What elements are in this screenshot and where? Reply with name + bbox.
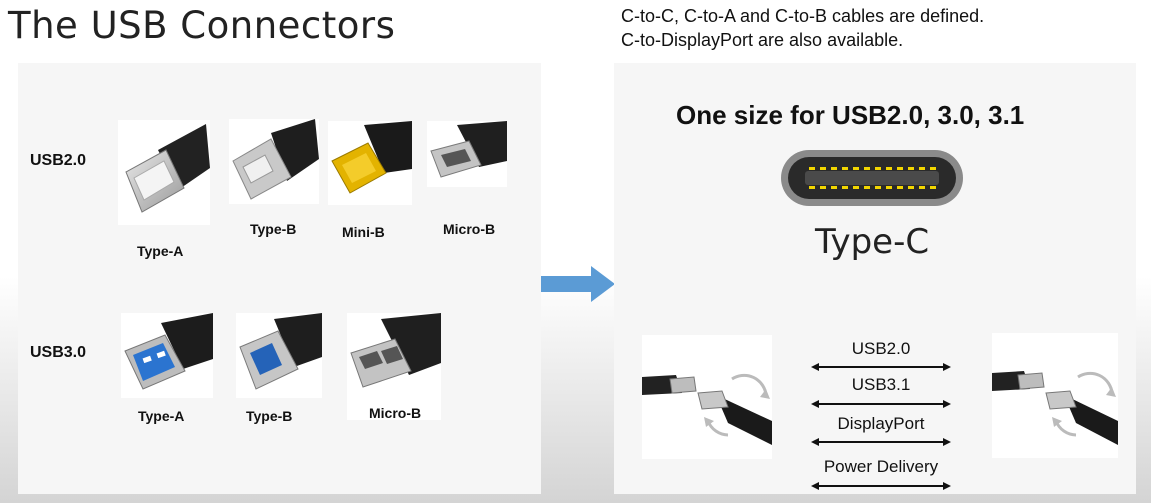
usb2-type-a-label: Type-A xyxy=(137,243,184,259)
usb3-type-b-label: Type-B xyxy=(246,408,293,424)
double-arrow-icon xyxy=(811,359,951,371)
type-c-receptacle-icon xyxy=(779,148,965,208)
usb3-micro-b-label: Micro-B xyxy=(369,405,422,421)
double-arrow-icon xyxy=(811,396,951,408)
usb2-micro-b-label: Micro-B xyxy=(443,221,496,237)
type-c-heading: One size for USB2.0, 3.0, 3.1 xyxy=(676,100,1025,130)
usb-type-a-connector-icon xyxy=(118,120,210,225)
usb2-mini-b-label: Mini-B xyxy=(342,224,385,240)
double-arrow-icon xyxy=(811,478,951,490)
usb3-micro-b-connector-icon xyxy=(347,313,441,420)
slide-title: The USB Connectors xyxy=(8,4,396,47)
signal-usb3-label: USB3.1 xyxy=(851,375,911,394)
usb3-type-b-connector-icon xyxy=(236,313,322,398)
signal-power-delivery-label: Power Delivery xyxy=(823,457,939,476)
usb2-row-label: USB2.0 xyxy=(30,152,87,169)
note-line-1: C-to-C, C-to-A and C-to-B cables are def… xyxy=(621,6,985,26)
reversible-plug-left-icon xyxy=(642,335,772,459)
signal-displayport-label: DisplayPort xyxy=(837,414,925,433)
note-line-2: C-to-DisplayPort are also available. xyxy=(621,30,904,50)
usb3-type-a-label: Type-A xyxy=(138,408,185,424)
signal-usb2-label: USB2.0 xyxy=(851,339,911,358)
usb3-row-label: USB3.0 xyxy=(30,344,87,361)
usb3-type-a-connector-icon xyxy=(121,313,213,398)
arrow-right-icon xyxy=(541,266,615,302)
reversible-plug-right-icon xyxy=(992,333,1118,458)
double-arrow-icon xyxy=(811,434,951,446)
usb2-type-b-label: Type-B xyxy=(250,221,297,237)
type-c-label: Type-C xyxy=(815,222,930,262)
usb-micro-b-connector-icon xyxy=(427,121,507,187)
usb-type-b-connector-icon xyxy=(229,119,319,204)
usb-mini-b-connector-icon xyxy=(328,121,412,205)
